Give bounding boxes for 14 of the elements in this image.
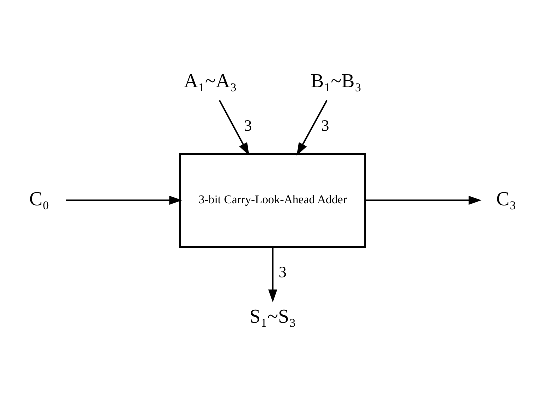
arrow — [268, 246, 278, 302]
node-text: B₁~B₃ — [310, 70, 362, 92]
arrow — [366, 195, 482, 205]
arrow — [66, 195, 182, 205]
edge-label: 3 — [244, 118, 252, 135]
edge-label: 3 — [278, 264, 287, 281]
arrow — [219, 100, 250, 156]
node-text: A₁~A₃ — [184, 70, 238, 92]
node-text: C₀ — [29, 188, 50, 210]
node-box: 3-bit Carry-Look-Ahead Adder — [180, 152, 366, 248]
node-text: C₃ — [496, 188, 517, 210]
arrow — [296, 100, 328, 156]
node-text: S₁~S₃ — [250, 306, 296, 328]
edge-label: 3 — [321, 118, 330, 135]
